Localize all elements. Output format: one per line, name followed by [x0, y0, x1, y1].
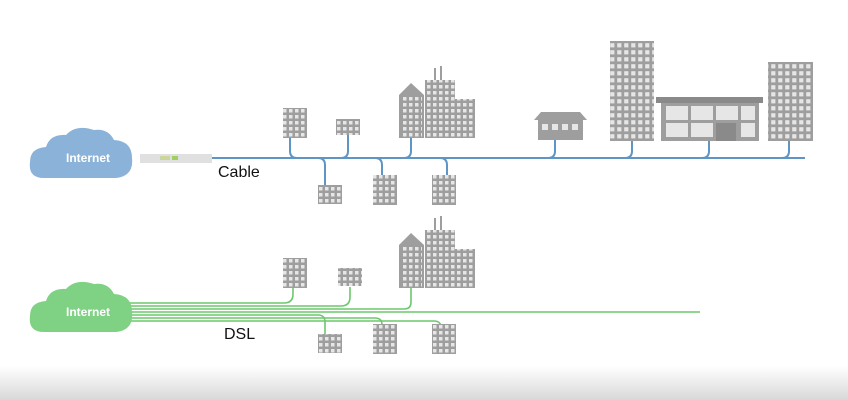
dsl-line: [118, 287, 351, 307]
cable-label: Cable: [218, 164, 260, 181]
cable-internet-cloud: Internet: [29, 127, 133, 178]
city-cluster-icon: [399, 66, 475, 138]
city-cluster-icon: [399, 216, 475, 288]
cloud-shape: [29, 127, 133, 178]
bottom-shadow: [0, 366, 848, 400]
cloud-label: Internet: [66, 305, 110, 319]
dsl-line: [118, 284, 294, 304]
skyscraper-icon: [610, 41, 654, 141]
cable-network: Internet Cable: [29, 41, 813, 205]
building-icon: [432, 175, 456, 205]
building-icon: [318, 185, 342, 204]
building-icon: [432, 324, 456, 354]
dsl-internet-cloud: Internet: [29, 281, 133, 332]
building-icon: [336, 119, 360, 135]
building-icon: [283, 258, 307, 288]
building-icon: [373, 324, 397, 354]
dsl-line: [118, 288, 412, 310]
building-icon: [373, 175, 397, 205]
building-icon: [338, 268, 362, 286]
dsl-line: [118, 314, 326, 334]
office-building-icon: [656, 97, 763, 141]
building-icon: [318, 334, 342, 353]
building-icon: [283, 108, 307, 138]
cloud-shape: [29, 281, 133, 332]
tower-icon: [768, 62, 813, 141]
cloud-label: Internet: [66, 151, 110, 165]
dsl-label: DSL: [224, 326, 255, 343]
dsl-network: Internet DSL: [29, 216, 700, 354]
house-icon: [534, 112, 587, 140]
dsl-line: [118, 317, 383, 326]
